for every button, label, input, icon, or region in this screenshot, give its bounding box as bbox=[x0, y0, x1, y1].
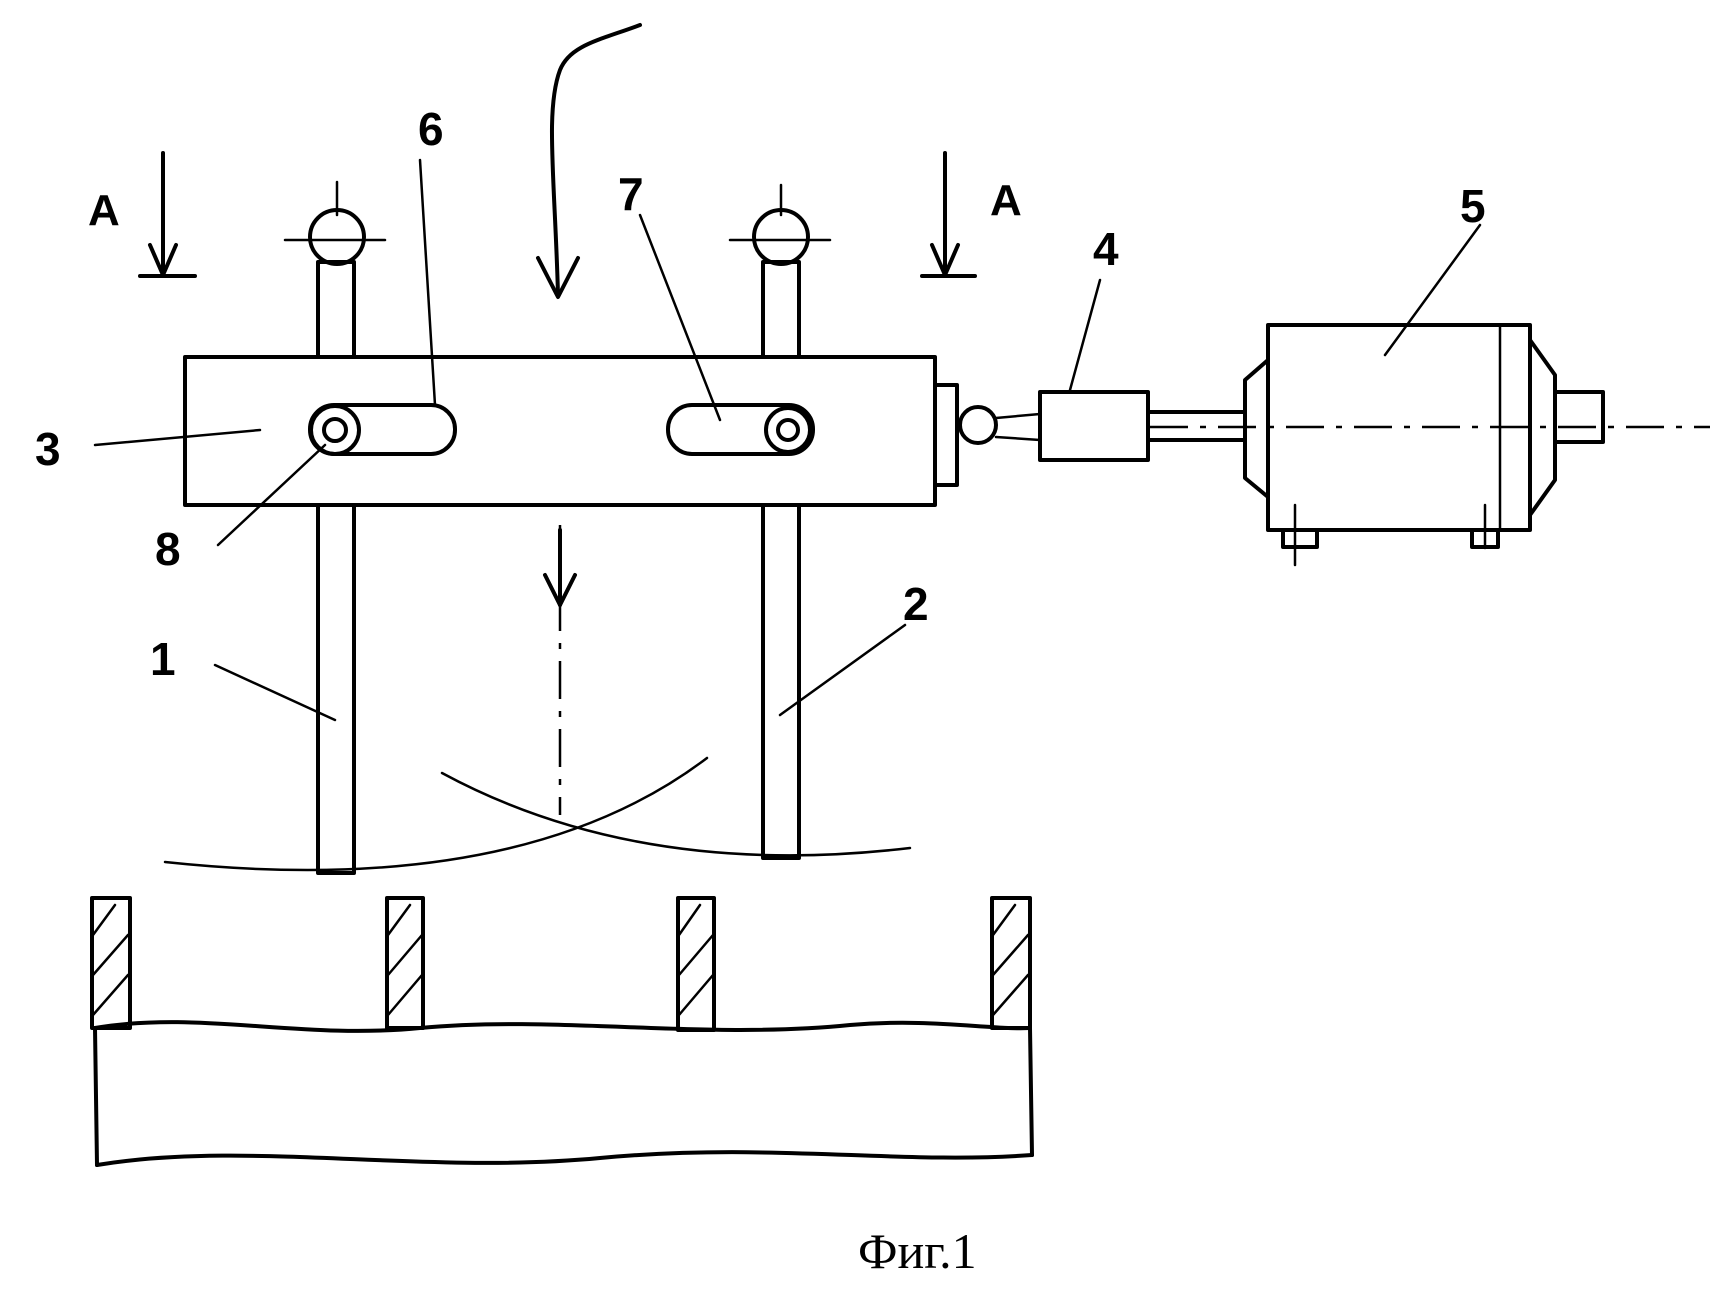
label-3: 3 bbox=[35, 423, 61, 475]
label-6: 6 bbox=[418, 103, 444, 155]
post-2 bbox=[730, 185, 830, 858]
label-1: 1 bbox=[150, 633, 176, 685]
label-8: 8 bbox=[155, 523, 181, 575]
workpiece bbox=[92, 898, 1032, 1165]
coupling-4 bbox=[1040, 392, 1245, 460]
center-axis bbox=[545, 525, 575, 815]
section-mark-left-label: А bbox=[88, 186, 120, 235]
label-4: 4 bbox=[1093, 223, 1119, 275]
section-marker-right: А bbox=[922, 153, 1022, 276]
label-7: 7 bbox=[618, 168, 644, 220]
motor-5 bbox=[1245, 325, 1603, 565]
feed-arrow-top bbox=[538, 25, 640, 297]
blade-hatching bbox=[93, 905, 1028, 1015]
figure-caption: Фиг.1 bbox=[858, 1223, 977, 1279]
post-1 bbox=[285, 182, 385, 873]
end-bracket bbox=[935, 385, 1040, 485]
section-marker-left: А bbox=[88, 153, 195, 276]
label-5: 5 bbox=[1460, 180, 1486, 232]
section-mark-right-label: А bbox=[990, 176, 1022, 225]
label-2: 2 bbox=[903, 578, 929, 630]
crossbar-3 bbox=[185, 357, 935, 505]
